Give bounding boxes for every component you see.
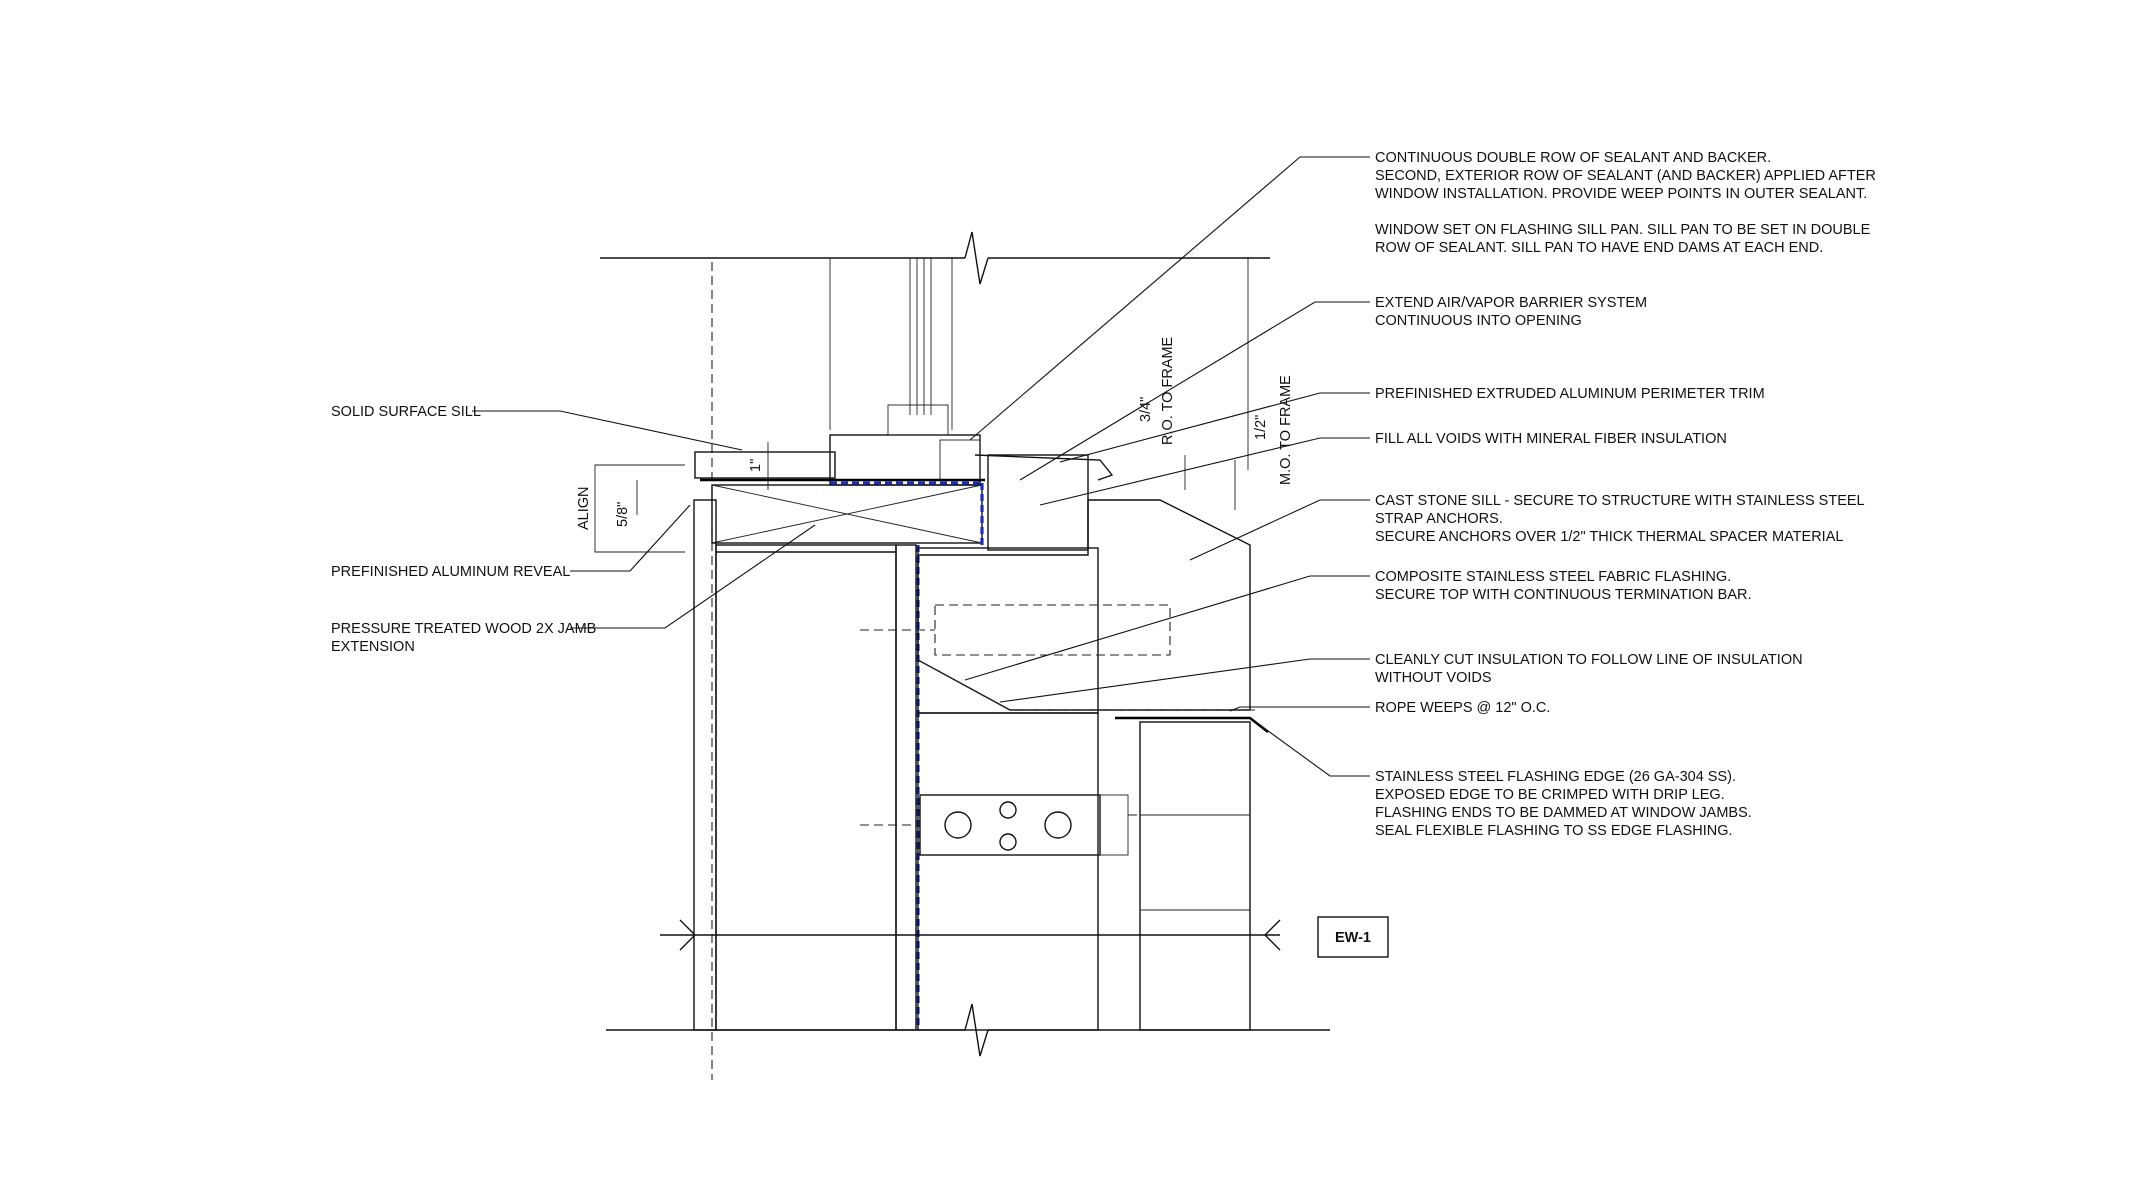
dimension-one-inch: 1" xyxy=(748,459,764,472)
section-tag-label: EW-1 xyxy=(1335,930,1371,946)
note-air-barrier-line1: EXTEND AIR/VAPOR BARRIER SYSTEM xyxy=(1375,295,1647,311)
label-solid-surface-sill: SOLID SURFACE SILL xyxy=(331,404,481,420)
note-sealant-line6: ROW OF SEALANT. SILL PAN TO HAVE END DAM… xyxy=(1375,240,1823,256)
note-cut-insulation-line2: WITHOUT VOIDS xyxy=(1375,670,1492,686)
dimension-ro-fraction: 3/4" xyxy=(1138,397,1154,422)
note-air-barrier: EXTEND AIR/VAPOR BARRIER SYSTEM CONTINUO… xyxy=(1019,295,1647,481)
dimension-group: 1" 5/8" ALIGN 3/4" R.O. TO FRAME 1/2" M.… xyxy=(576,336,1294,553)
note-cast-stone: CAST STONE SILL - SECURE TO STRUCTURE WI… xyxy=(1189,493,1865,561)
note-air-barrier-line2: CONTINUOUS INTO OPENING xyxy=(1375,313,1582,329)
note-ss-flashing-edge-line1: STAINLESS STEEL FLASHING EDGE (26 GA-304… xyxy=(1375,769,1736,785)
note-sealant: CONTINUOUS DOUBLE ROW OF SEALANT AND BAC… xyxy=(969,150,1876,441)
note-ss-flashing-edge-line4: SEAL FLEXIBLE FLASHING TO SS EDGE FLASHI… xyxy=(1375,823,1733,839)
note-cast-stone-line1: CAST STONE SILL - SECURE TO STRUCTURE WI… xyxy=(1375,493,1865,509)
note-cut-insulation: CLEANLY CUT INSULATION TO FOLLOW LINE OF… xyxy=(999,652,1803,703)
label-jamb-extension-line1: PRESSURE TREATED WOOD 2X JAMB xyxy=(331,621,596,637)
wall-section xyxy=(600,231,1330,1080)
note-ss-flashing-edge-line3: FLASHING ENDS TO BE DAMMED AT WINDOW JAM… xyxy=(1375,805,1752,821)
note-cast-stone-line3: SECURE ANCHORS OVER 1/2" THICK THERMAL S… xyxy=(1375,529,1843,545)
note-cast-stone-line2: STRAP ANCHORS. xyxy=(1375,511,1503,527)
note-fabric-flashing-line1: COMPOSITE STAINLESS STEEL FABRIC FLASHIN… xyxy=(1375,569,1731,585)
dimension-mo-fraction: 1/2" xyxy=(1253,415,1269,440)
label-aluminum-reveal: PREFINISHED ALUMINUM REVEAL xyxy=(331,564,570,580)
note-fabric-flashing-line2: SECURE TOP WITH CONTINUOUS TERMINATION B… xyxy=(1375,587,1752,603)
dimension-mo-text: M.O. TO FRAME xyxy=(1278,375,1294,485)
note-mineral-fiber: FILL ALL VOIDS WITH MINERAL FIBER INSULA… xyxy=(1039,431,1727,506)
label-jamb-extension-line2: EXTENSION xyxy=(331,639,415,655)
note-mineral-fiber-line1: FILL ALL VOIDS WITH MINERAL FIBER INSULA… xyxy=(1375,431,1727,447)
dimension-five-eighths: 5/8" xyxy=(615,502,631,527)
note-fabric-flashing: COMPOSITE STAINLESS STEEL FABRIC FLASHIN… xyxy=(964,569,1752,681)
dimension-align: ALIGN xyxy=(576,486,592,530)
note-sealant-line3: WINDOW INSTALLATION. PROVIDE WEEP POINTS… xyxy=(1375,186,1867,202)
note-ss-flashing-edge: STAINLESS STEEL FLASHING EDGE (26 GA-304… xyxy=(1259,724,1752,839)
note-sealant-line2: SECOND, EXTERIOR ROW OF SEALANT (AND BAC… xyxy=(1375,168,1876,184)
note-sealant-line5: WINDOW SET ON FLASHING SILL PAN. SILL PA… xyxy=(1375,222,1871,238)
note-sealant-line1: CONTINUOUS DOUBLE ROW OF SEALANT AND BAC… xyxy=(1375,150,1771,166)
note-perimeter-trim: PREFINISHED EXTRUDED ALUMINUM PERIMETER … xyxy=(1059,386,1765,463)
note-cut-insulation-line1: CLEANLY CUT INSULATION TO FOLLOW LINE OF… xyxy=(1375,652,1803,668)
note-ss-flashing-edge-line2: EXPOSED EDGE TO BE CRIMPED WITH DRIP LEG… xyxy=(1375,787,1725,803)
note-rope-weeps-line1: ROPE WEEPS @ 12" O.C. xyxy=(1375,700,1550,716)
note-rope-weeps: ROPE WEEPS @ 12" O.C. xyxy=(1229,700,1550,716)
left-label-group: SOLID SURFACE SILL PREFINISHED ALUMINUM … xyxy=(331,404,816,655)
section-tag[interactable]: EW-1 xyxy=(1317,916,1389,958)
note-perimeter-trim-line1: PREFINISHED EXTRUDED ALUMINUM PERIMETER … xyxy=(1375,386,1765,402)
